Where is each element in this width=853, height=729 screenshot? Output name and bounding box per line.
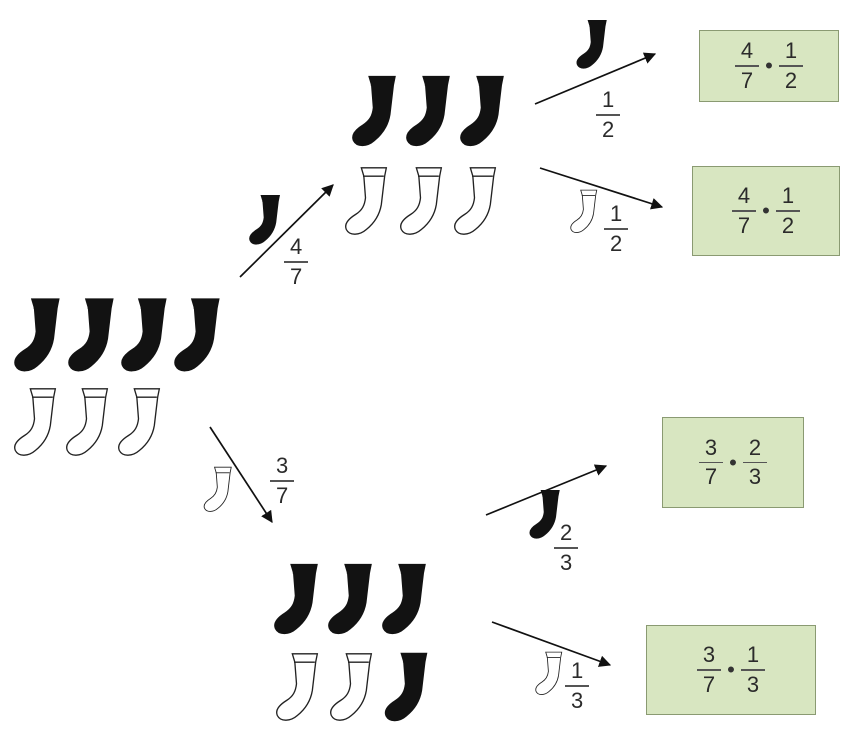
white-sock-icon xyxy=(330,653,373,721)
fraction-bar xyxy=(596,114,621,116)
fraction-bar xyxy=(740,669,766,671)
fraction-bar xyxy=(775,210,801,212)
white-sock-icon xyxy=(117,388,161,456)
white-sock-icon xyxy=(203,466,232,512)
fraction-bar xyxy=(731,210,757,212)
denominator: 7 xyxy=(290,263,303,289)
black-sock-icon xyxy=(406,75,450,147)
arrow-upper-black xyxy=(534,52,657,105)
numerator: 1 xyxy=(781,183,795,209)
fraction-bar xyxy=(270,480,295,482)
denominator: 2 xyxy=(610,230,623,256)
denominator: 7 xyxy=(704,464,718,490)
numerator: 1 xyxy=(571,658,584,683)
denominator: 2 xyxy=(781,212,795,238)
numerator: 4 xyxy=(740,38,754,64)
numerator: 1 xyxy=(784,38,798,64)
numerator: 3 xyxy=(276,453,289,478)
black-sock-icon xyxy=(352,75,396,147)
fraction-bar xyxy=(554,547,579,549)
fraction-bar xyxy=(778,65,804,67)
black-sock-icon xyxy=(328,563,372,635)
numerator: 1 xyxy=(610,201,623,226)
black-sock-icon xyxy=(174,298,220,372)
fraction-bar xyxy=(604,228,629,230)
denominator: 2 xyxy=(602,116,615,142)
white-sock-icon xyxy=(535,651,563,696)
black-sock-icon xyxy=(274,563,318,635)
fraction-bar xyxy=(284,261,309,263)
black-sock-icon xyxy=(14,298,60,372)
multiply-dot: • xyxy=(765,53,773,78)
white-sock-icon xyxy=(453,167,497,235)
numerator: 3 xyxy=(702,642,716,668)
fraction-bar xyxy=(742,461,768,464)
multiply-dot: • xyxy=(762,198,770,223)
numerator: 4 xyxy=(290,234,303,259)
numerator: 2 xyxy=(748,434,762,460)
denominator: 7 xyxy=(702,671,716,697)
black-sock-icon xyxy=(460,75,504,147)
numerator: 1 xyxy=(602,87,615,112)
black-sock-icon xyxy=(576,19,607,69)
arrow-lower-white xyxy=(491,621,612,667)
denominator: 7 xyxy=(737,212,751,238)
fraction-bar xyxy=(734,65,760,67)
numerator: 2 xyxy=(560,520,573,545)
white-sock-icon xyxy=(276,653,319,721)
numerator: 4 xyxy=(737,183,751,209)
white-sock-icon xyxy=(399,167,443,235)
numerator: 3 xyxy=(704,434,718,460)
arrow-lower-black xyxy=(485,464,608,516)
arrow-first-white xyxy=(209,426,273,523)
denominator: 2 xyxy=(784,67,798,93)
black-sock-icon xyxy=(68,298,114,372)
denominator: 7 xyxy=(276,482,289,508)
multiply-dot: • xyxy=(727,657,735,682)
multiply-dot: • xyxy=(729,449,737,475)
denominator: 3 xyxy=(560,549,573,575)
white-sock-icon xyxy=(65,388,109,456)
denominator: 7 xyxy=(740,67,754,93)
black-sock-icon xyxy=(249,194,280,245)
fraction-bar xyxy=(696,669,722,671)
black-sock-icon xyxy=(384,652,428,722)
black-sock-icon xyxy=(121,298,167,372)
numerator: 1 xyxy=(746,642,760,668)
denominator: 3 xyxy=(571,687,584,713)
fraction-bar xyxy=(698,461,724,464)
arrow-first-black xyxy=(239,184,334,278)
denominator: 3 xyxy=(748,464,762,490)
arrow-upper-white xyxy=(539,167,664,210)
white-sock-icon xyxy=(13,388,57,456)
fraction-bar xyxy=(565,685,590,687)
white-sock-icon xyxy=(344,167,388,235)
denominator: 3 xyxy=(746,671,760,697)
white-sock-icon xyxy=(570,189,598,234)
black-sock-icon xyxy=(382,563,426,635)
